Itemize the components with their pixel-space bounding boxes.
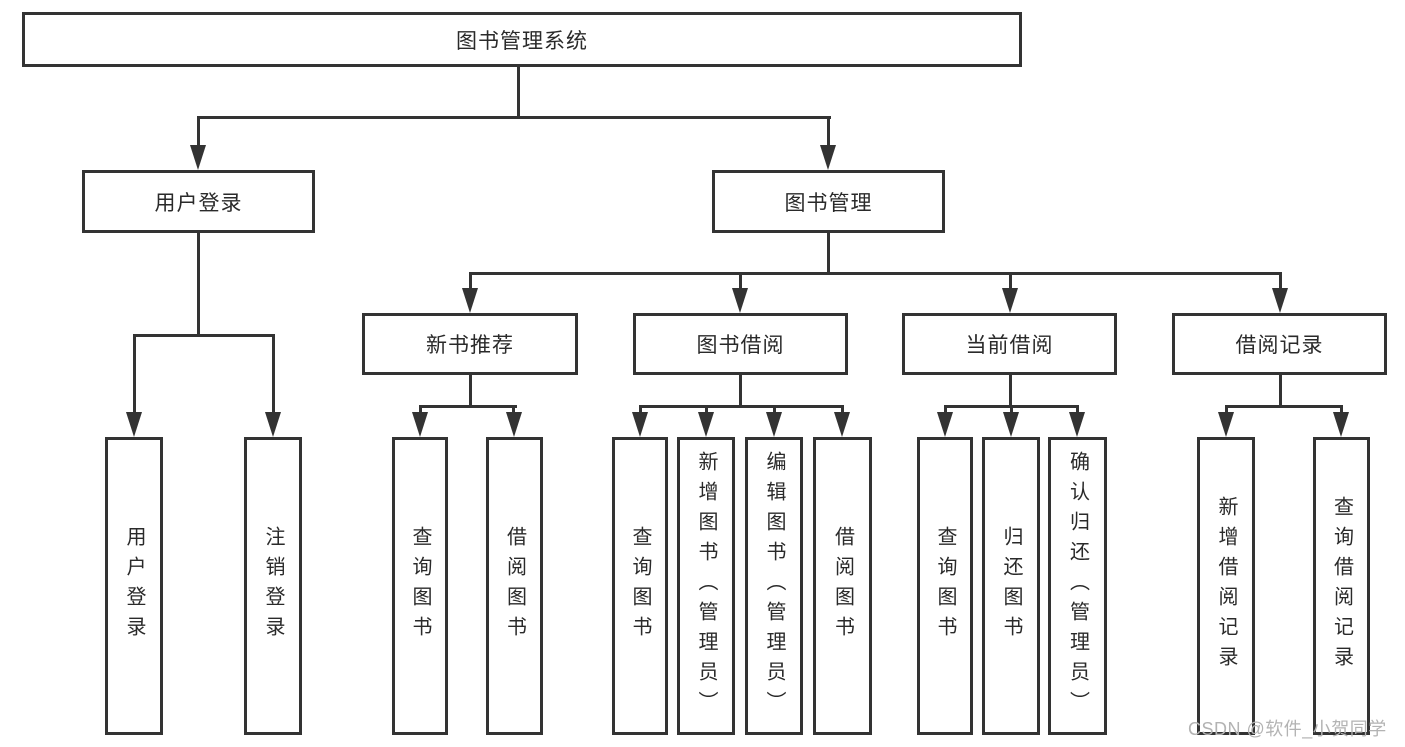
connector-br-rail (1225, 405, 1343, 408)
connector-bb-stem (739, 373, 742, 408)
leaf-edit-book-admin: 编辑图书（管理员） (745, 437, 803, 735)
leaf-query-books-current: 查询图书 (917, 437, 973, 735)
arrowhead-book-borrow (732, 288, 748, 313)
leaf-user-login: 用户登录 (105, 437, 163, 735)
connector-bm-drop-3 (1009, 272, 1012, 292)
connector-cb-stem (1009, 373, 1012, 408)
leaf-return-book-label: 归还图书 (1000, 526, 1022, 646)
arrowhead-new-book-recommend (462, 288, 478, 313)
leaf-borrow-books-recommend-label: 借阅图书 (503, 526, 526, 646)
node-new-book-recommend-label: 新书推荐 (426, 334, 514, 357)
connector-book-management-stem (827, 231, 830, 275)
connector-bm-drop-1 (469, 272, 472, 292)
arrowhead-br-query (1333, 412, 1349, 437)
node-borrow-records-label: 借阅记录 (1235, 334, 1324, 357)
connector-bb-drop-2 (705, 405, 708, 417)
connector-book-management-rail (469, 272, 1282, 275)
node-current-borrow: 当前借阅 (902, 313, 1117, 375)
arrowhead-bb-edit (766, 412, 782, 437)
connector-cb-drop-1 (944, 405, 947, 417)
arrowhead-bb-query (632, 412, 648, 437)
connector-bb-rail (639, 405, 844, 408)
node-current-borrow-label: 当前借阅 (965, 334, 1054, 357)
leaf-return-book: 归还图书 (982, 437, 1040, 735)
arrowhead-leaf-logout (265, 412, 281, 437)
connector-bb-drop-4 (841, 405, 844, 417)
arrowhead-bb-add (698, 412, 714, 437)
connector-root-rail (197, 116, 831, 119)
arrowhead-leaf-user-login (126, 412, 142, 437)
leaf-query-books-recommend-label: 查询图书 (409, 526, 431, 646)
arrowhead-current-borrow (1002, 288, 1018, 313)
connector-root-drop-right (827, 116, 830, 150)
leaf-add-borrow-record-label: 新增借阅记录 (1215, 496, 1237, 676)
connector-nbr-rail (419, 405, 517, 408)
leaf-user-login-label: 用户登录 (123, 526, 145, 646)
connector-user-login-drop-2 (272, 334, 275, 416)
leaf-query-books-borrow-label: 查询图书 (629, 526, 651, 646)
leaf-logout-label: 注销登录 (262, 526, 284, 646)
connector-user-login-stem (197, 231, 200, 337)
connector-root-drop-left (197, 116, 200, 150)
leaf-query-books-borrow: 查询图书 (612, 437, 668, 735)
node-user-login: 用户登录 (82, 170, 315, 233)
connector-br-stem (1279, 373, 1282, 408)
connector-bm-drop-2 (739, 272, 742, 292)
leaf-add-borrow-record: 新增借阅记录 (1197, 437, 1255, 735)
connector-user-login-rail (133, 334, 275, 337)
leaf-query-borrow-record-label: 查询借阅记录 (1330, 496, 1353, 676)
connector-cb-drop-3 (1076, 405, 1079, 417)
arrowhead-cb-query (937, 412, 953, 437)
arrowhead-nbr-query (412, 412, 428, 437)
arrowhead-book-management (820, 145, 836, 170)
leaf-add-book-admin-label: 新增图书（管理员） (695, 451, 717, 721)
connector-bm-drop-4 (1279, 272, 1282, 292)
node-book-borrow-label: 图书借阅 (696, 334, 785, 357)
arrowhead-br-add (1218, 412, 1234, 437)
leaf-add-book-admin: 新增图书（管理员） (677, 437, 735, 735)
node-root: 图书管理系统 (22, 12, 1022, 67)
leaf-borrow-books-2-label: 借阅图书 (831, 526, 854, 646)
leaf-logout: 注销登录 (244, 437, 302, 735)
leaf-confirm-return-admin-label: 确认归还（管理员） (1066, 451, 1089, 721)
connector-cb-drop-2 (1010, 405, 1013, 417)
connector-root-stem (517, 65, 520, 119)
connector-br-drop-2 (1340, 405, 1343, 417)
leaf-confirm-return-admin: 确认归还（管理员） (1048, 437, 1107, 735)
arrowhead-nbr-borrow (506, 412, 522, 437)
leaf-query-books-recommend: 查询图书 (392, 437, 448, 735)
leaf-borrow-books-recommend: 借阅图书 (486, 437, 543, 735)
connector-nbr-drop-1 (419, 405, 422, 417)
leaf-borrow-books-2: 借阅图书 (813, 437, 872, 735)
leaf-query-borrow-record: 查询借阅记录 (1313, 437, 1370, 735)
leaf-edit-book-admin-label: 编辑图书（管理员） (763, 451, 785, 721)
arrowhead-borrow-records (1272, 288, 1288, 313)
node-book-management-label: 图书管理 (784, 191, 873, 215)
arrowhead-cb-return (1003, 412, 1019, 437)
connector-bb-drop-1 (639, 405, 642, 417)
node-root-label: 图书管理系统 (456, 29, 588, 53)
arrowhead-user-login (190, 145, 206, 170)
watermark: CSDN @软件_小贺同学 (1188, 719, 1387, 739)
node-user-login-label: 用户登录 (154, 191, 243, 215)
connector-nbr-stem (469, 373, 472, 408)
connector-user-login-drop-1 (133, 334, 136, 416)
connector-br-drop-1 (1225, 405, 1228, 417)
node-book-borrow: 图书借阅 (633, 313, 848, 375)
node-book-management: 图书管理 (712, 170, 945, 233)
leaf-query-books-current-label: 查询图书 (934, 526, 956, 646)
connector-bb-drop-3 (773, 405, 776, 417)
arrowhead-bb-borrow (834, 412, 850, 437)
connector-nbr-drop-2 (512, 405, 515, 417)
node-borrow-records: 借阅记录 (1172, 313, 1387, 375)
arrowhead-cb-confirm (1069, 412, 1085, 437)
node-new-book-recommend: 新书推荐 (362, 313, 578, 375)
